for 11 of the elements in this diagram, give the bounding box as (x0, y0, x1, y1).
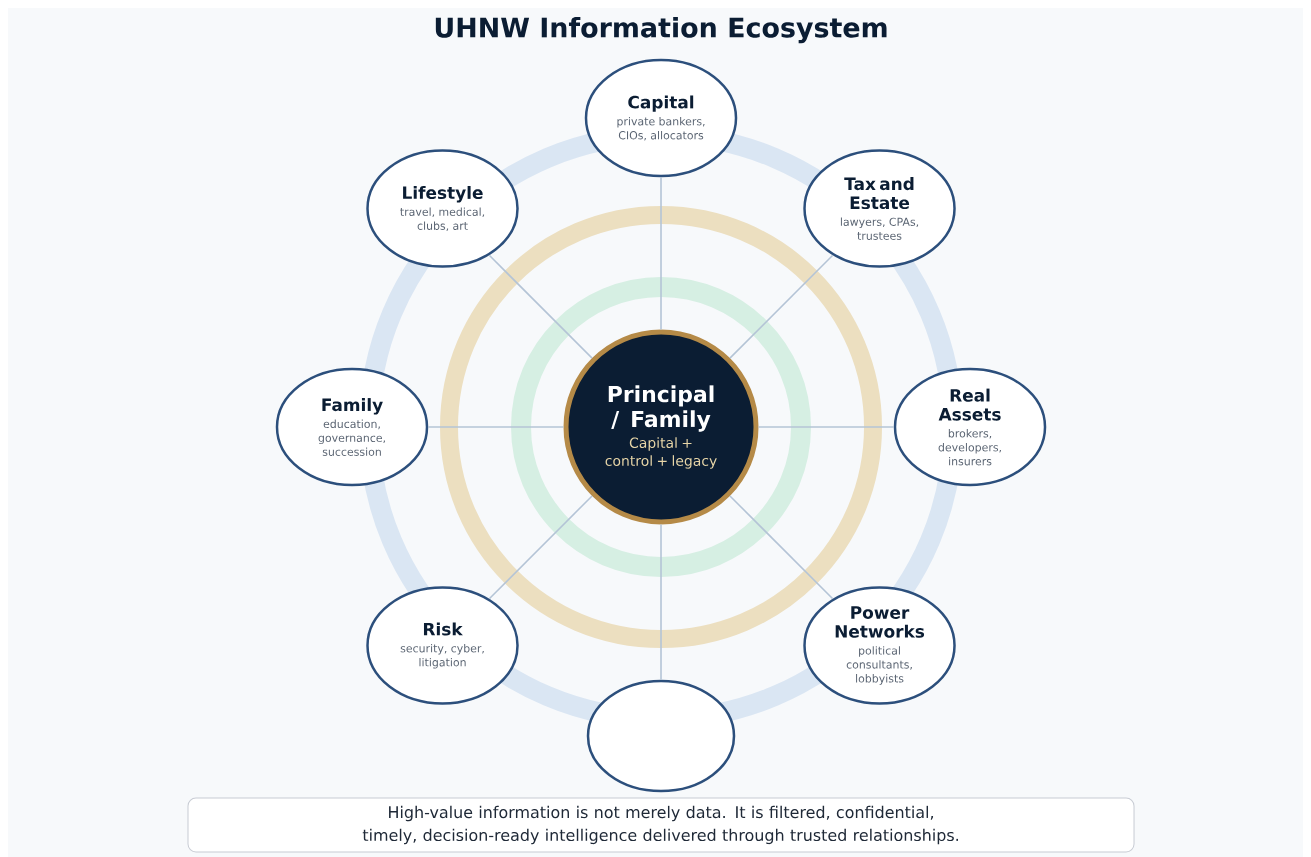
spoke-line (757, 426, 895, 428)
spoke-line (660, 176, 662, 331)
spoke-line (488, 254, 593, 359)
spoke-line (729, 254, 834, 359)
caption-box: High-value information is not merely data. It is filtered, confidential, timely, decision-ready intelligence delivered through trusted relationships. (187, 797, 1135, 853)
category-ellipse (586, 679, 736, 793)
spoke-line (488, 495, 593, 600)
spoke-line (729, 495, 834, 600)
spoke-line (660, 523, 662, 681)
spoke-line (427, 426, 565, 428)
title: UHNW Information Ecosystem (435, 16, 887, 44)
